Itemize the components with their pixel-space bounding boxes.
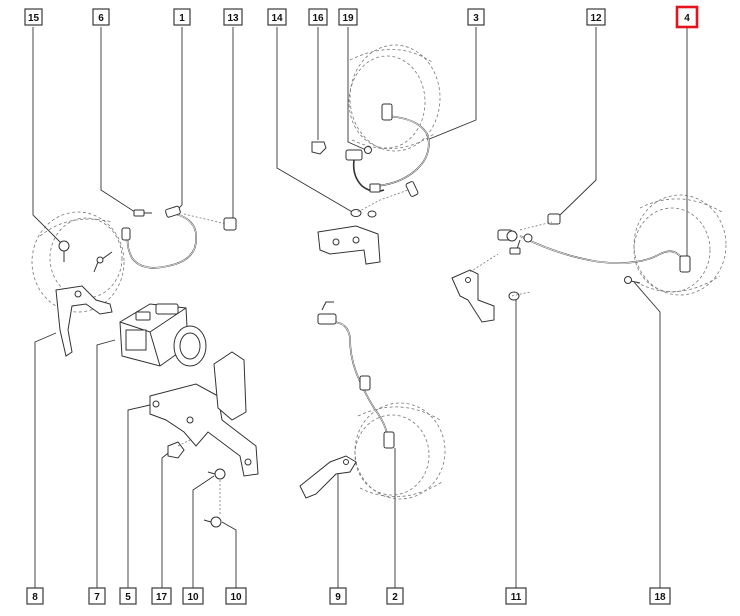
front-right-bracket (317, 209, 381, 265)
leader-lines (32, 27, 688, 588)
callout-10-first[interactable]: 10 (182, 587, 204, 605)
callout-18[interactable]: 18 (649, 587, 671, 605)
front-left-sensor-cable (93, 205, 197, 273)
brackets (55, 209, 520, 499)
highlight-frame (675, 5, 699, 29)
callout-16[interactable]: 16 (308, 8, 328, 26)
bolt-15 (58, 240, 70, 262)
callout-17[interactable]: 17 (151, 587, 172, 605)
callout-7-label: 7 (94, 592, 100, 603)
rear-right-disc (633, 194, 727, 296)
front-left-disc (31, 211, 125, 313)
rear-left-sensor-cable (317, 301, 395, 449)
callouts: 15 6 1 13 14 16 19 3 (24, 5, 699, 605)
callout-2[interactable]: 2 (386, 587, 404, 605)
callout-10-second-label: 10 (230, 592, 242, 603)
callout-13-label: 13 (227, 13, 239, 24)
bolt-18 (624, 276, 641, 284)
callout-9-label: 9 (335, 592, 341, 603)
sensor-cables (93, 103, 691, 449)
callout-6[interactable]: 6 (92, 8, 110, 26)
nut-16 (311, 141, 327, 155)
callout-3-label: 3 (473, 13, 479, 24)
callout-19-label: 19 (342, 13, 354, 24)
callout-15[interactable]: 15 (24, 8, 43, 26)
rear-right-bracket (451, 269, 520, 323)
nut-13 (223, 217, 237, 231)
bolt-19 (364, 146, 372, 154)
rear-left-disc (354, 402, 446, 500)
callout-8-label: 8 (32, 592, 38, 603)
callout-5[interactable]: 5 (119, 587, 137, 605)
callout-12[interactable]: 12 (586, 8, 606, 26)
callout-18-label: 18 (654, 592, 666, 603)
rear-right-sensor-cable (497, 229, 691, 273)
callout-17-label: 17 (156, 592, 168, 603)
fasteners (58, 141, 641, 528)
front-right-sensor-cable (345, 103, 430, 197)
callout-5-label: 5 (125, 592, 131, 603)
brake-discs (31, 44, 727, 500)
callout-4-highlighted[interactable]: 4 (675, 5, 699, 29)
callout-19[interactable]: 19 (338, 8, 358, 26)
assembly-lines (177, 189, 553, 514)
front-left-bracket (55, 285, 113, 357)
callout-10-first-label: 10 (187, 592, 199, 603)
bolt-6 (133, 209, 152, 217)
callout-4-label: 4 (684, 13, 690, 24)
callout-11-label: 11 (511, 592, 522, 603)
callout-2-label: 2 (392, 592, 398, 603)
callout-9[interactable]: 9 (329, 587, 347, 605)
callout-14-label: 14 (271, 13, 283, 24)
bolt-10a (207, 468, 226, 480)
callout-8[interactable]: 8 (26, 587, 44, 605)
nut-12 (547, 213, 561, 225)
nut-17 (167, 441, 185, 459)
abs-mounting-bracket (149, 351, 259, 477)
callout-3[interactable]: 3 (467, 8, 485, 26)
front-right-disc (348, 44, 441, 152)
abs-hydraulic-unit (119, 303, 207, 367)
callout-13[interactable]: 13 (223, 8, 243, 26)
rear-left-bracket (299, 455, 357, 499)
callout-1-label: 1 (179, 13, 185, 24)
callout-7[interactable]: 7 (88, 587, 106, 605)
bolt-10b (203, 516, 222, 528)
callout-15-label: 15 (28, 13, 40, 24)
callout-11[interactable]: 11 (505, 587, 527, 605)
callout-16-label: 16 (312, 13, 324, 24)
callout-6-label: 6 (98, 13, 104, 24)
callout-14[interactable]: 14 (267, 8, 287, 26)
callout-12-label: 12 (590, 13, 602, 24)
callout-1[interactable]: 1 (173, 8, 191, 26)
callout-10-second[interactable]: 10 (225, 587, 247, 605)
